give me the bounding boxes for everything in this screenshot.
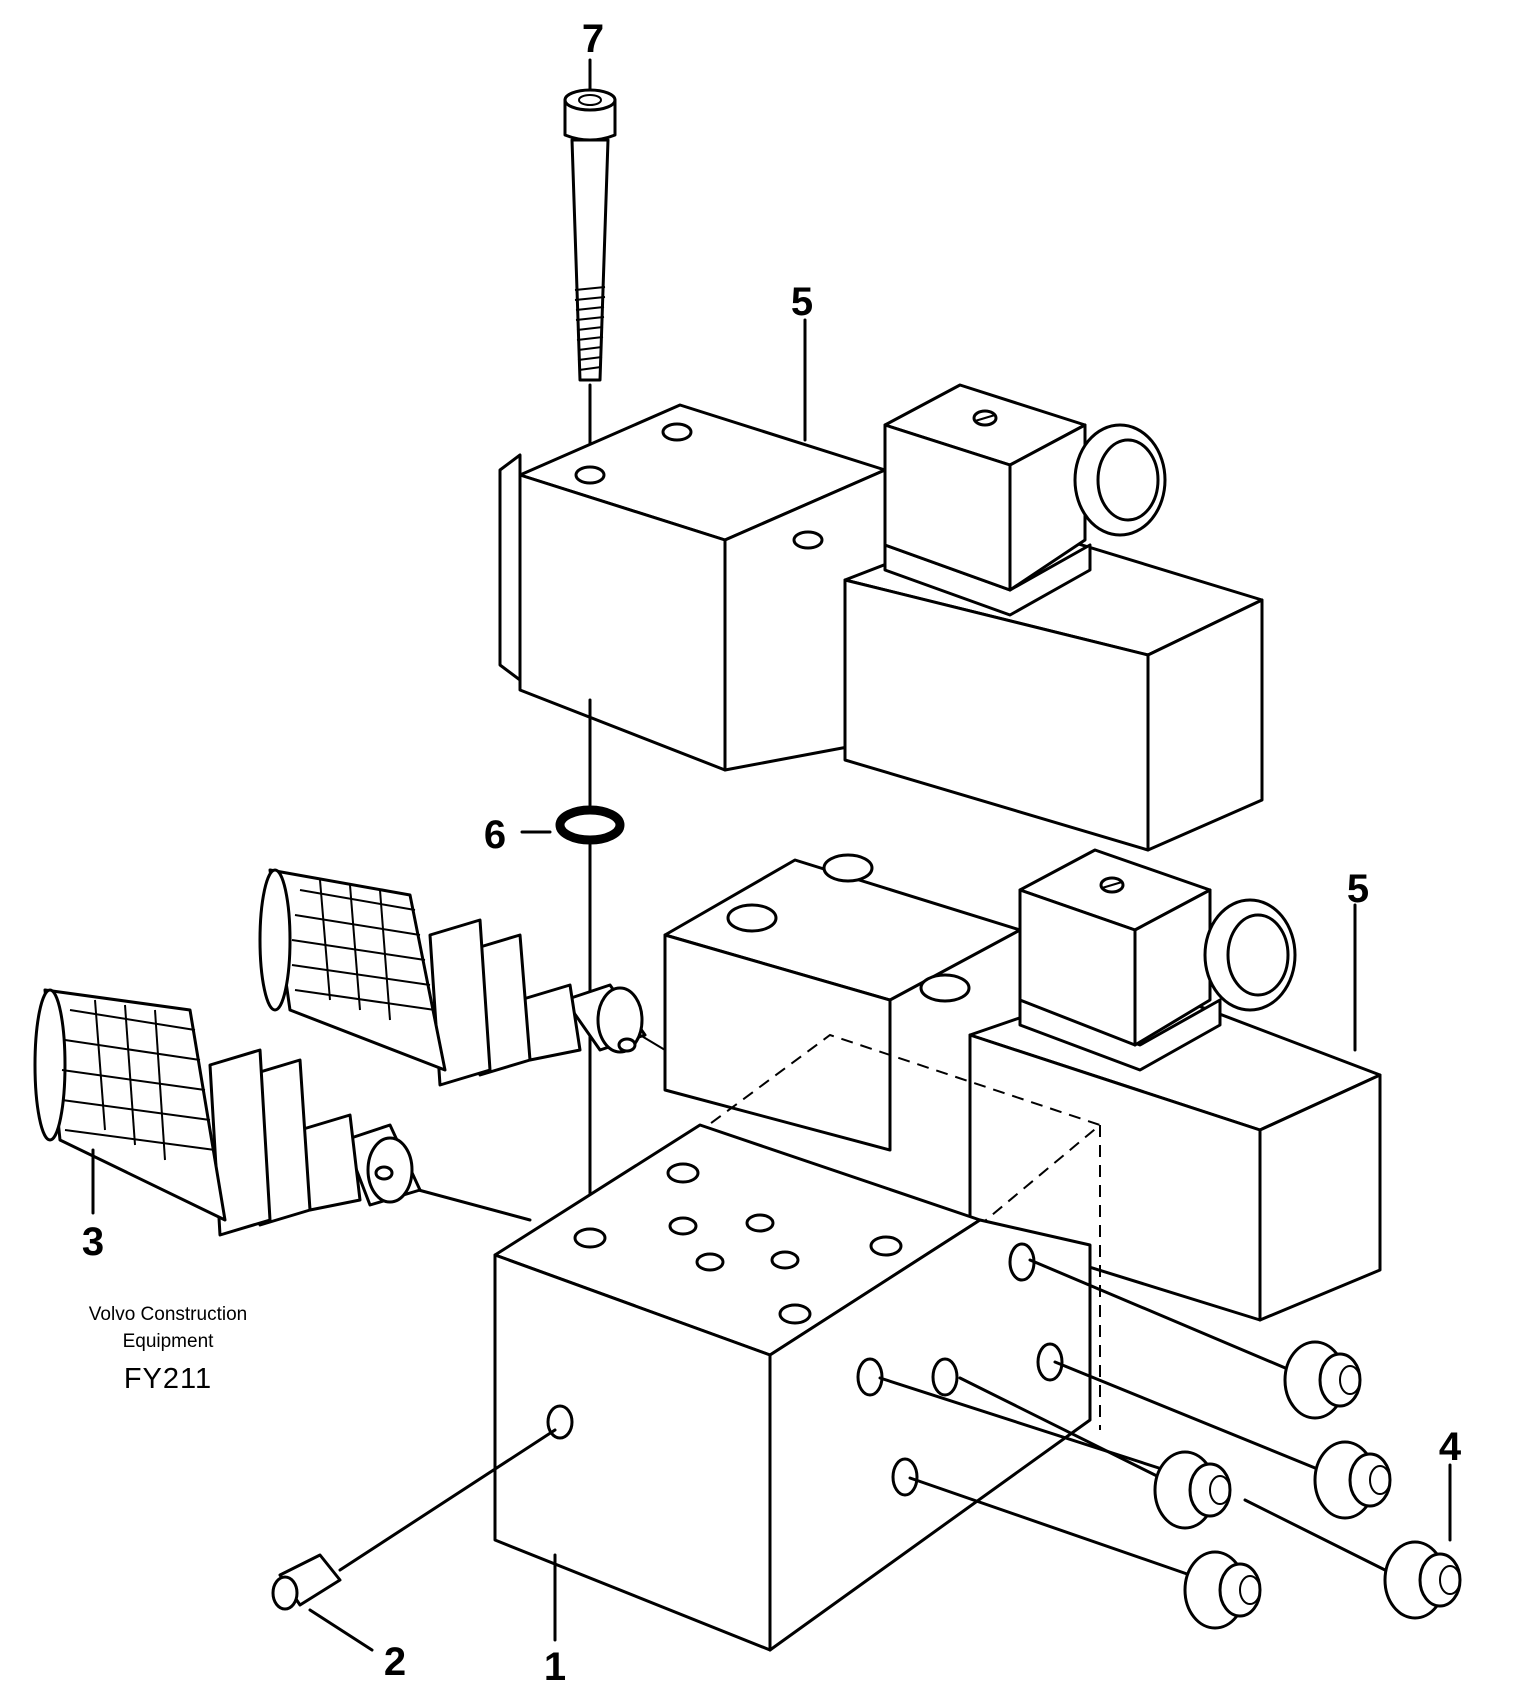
callout-7: 7 [582,17,604,61]
caption-company-line-2: Equipment [123,1331,215,1352]
upper-solenoid-valve-part-5 [498,383,1264,852]
plugs-part-4 [878,1258,1462,1630]
manifold-block-part-1 [493,1033,1103,1652]
plug-part-2 [271,1428,557,1652]
callout-5-lower: 5 [1347,867,1369,911]
callout-1: 1 [544,1645,566,1689]
figure-code: FY211 [124,1363,212,1395]
cartridge-valves-part-3 [33,868,666,1237]
callout-5-upper: 5 [791,280,813,324]
o-ring-part-6 [520,698,625,1227]
callout-4: 4 [1439,1425,1462,1469]
caption-company-line-1: Volvo Construction [89,1304,247,1325]
callout-3: 3 [82,1220,104,1264]
cap-screw-part-7 [563,58,617,472]
callout-2: 2 [384,1640,406,1684]
callout-6: 6 [484,813,506,857]
